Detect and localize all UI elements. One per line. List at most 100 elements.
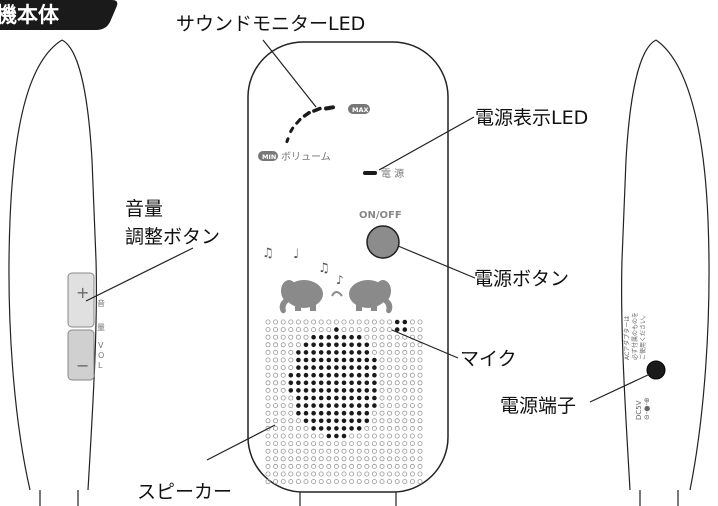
grille-hole [295,319,301,325]
volume-text: ボリューム [281,151,331,163]
grille-hole [379,433,385,439]
speaker-hole [326,418,332,424]
grille-hole [318,463,324,469]
grille-hole [364,425,370,431]
grille-hole [379,403,385,409]
grille-hole [409,425,415,431]
grille-hole [387,387,393,393]
grille-hole [288,471,294,477]
grille-hole [409,357,415,363]
power-button[interactable] [366,225,400,259]
grille-hole [371,342,377,348]
grille-hole [417,441,423,447]
power-jack[interactable] [646,360,666,380]
vol-char-5: L [98,361,103,370]
grille-hole [409,471,415,477]
grille-hole [371,456,377,462]
grille-hole [371,418,377,424]
grille-hole [387,372,393,378]
speaker-hole [326,357,332,363]
speaker-hole [318,380,324,386]
speaker-hole [311,410,316,416]
grille-hole [417,327,423,333]
grille-hole [394,456,400,462]
volume-plus-button[interactable] [67,272,95,328]
grille-hole [280,334,286,340]
grille-hole [280,463,286,469]
speaker-hole [356,342,362,348]
grille-hole [318,448,324,454]
grille-hole [402,357,408,363]
speaker-hole [318,350,324,355]
grille-hole [280,479,286,485]
grille-hole [288,479,294,485]
grille-hole [288,410,294,416]
grille-hole [402,456,408,462]
grille-hole [409,418,415,424]
grille-hole [341,479,347,485]
speaker-hole [311,388,316,393]
grille-hole [402,387,408,393]
grille-hole [379,319,385,325]
grille-hole [371,349,377,355]
grille-hole [311,327,317,333]
speaker-hole [326,388,332,393]
grille-hole [379,334,385,340]
grille-hole [295,342,301,348]
speaker-hole [341,410,347,416]
grille-hole [265,448,271,454]
speaker-hole [364,418,370,424]
grille-hole [288,365,294,371]
speaker-hole [356,403,362,408]
speaker-hole [318,334,324,340]
grille-hole [417,403,423,409]
grille-hole [326,479,332,485]
speaker-hole [349,372,354,378]
grille-hole [273,365,279,371]
grille-hole [417,365,423,371]
max-badge-text: MAX [352,106,369,114]
grille-hole [333,441,339,447]
header-tab: 機本体 [0,0,118,30]
grille-hole [394,463,400,469]
grille-hole [356,327,362,333]
grille-hole [379,441,385,447]
grille-hole [295,433,301,439]
grille-hole [371,319,377,325]
grille-hole [402,433,408,439]
grille-hole [387,433,393,439]
grille-hole [280,418,286,424]
speaker-hole [334,327,339,332]
grille-hole [273,387,279,393]
speaker-hole [303,350,309,355]
grille-hole [402,395,408,401]
grille-hole [364,441,370,447]
grille-hole [341,327,347,333]
grille-hole [364,433,370,439]
grille-hole [280,365,286,371]
volume-minus-button[interactable] [67,329,95,381]
speaker-hole [372,372,377,378]
grille-hole [394,372,400,378]
grille-hole [387,342,393,348]
grille-hole [273,319,279,325]
grille-hole [341,319,347,325]
grille-hole [371,441,377,447]
speaker-hole [311,403,316,408]
speaker-hole [341,395,347,401]
speaker-hole [288,388,294,393]
speaker-hole [326,372,332,378]
speaker-hole [364,395,370,401]
speaker-hole [334,342,339,348]
grille-hole [280,448,286,454]
grille-hole [311,448,317,454]
grille-hole [379,380,385,386]
grille-hole [394,365,400,371]
grille-hole [265,380,271,386]
speaker-hole [356,426,362,431]
leader-power-button [397,245,476,279]
leader-volume [85,247,194,302]
speaker-hole [303,388,309,393]
min-badge-text: MIN [262,153,276,161]
speaker-hole [326,403,332,408]
